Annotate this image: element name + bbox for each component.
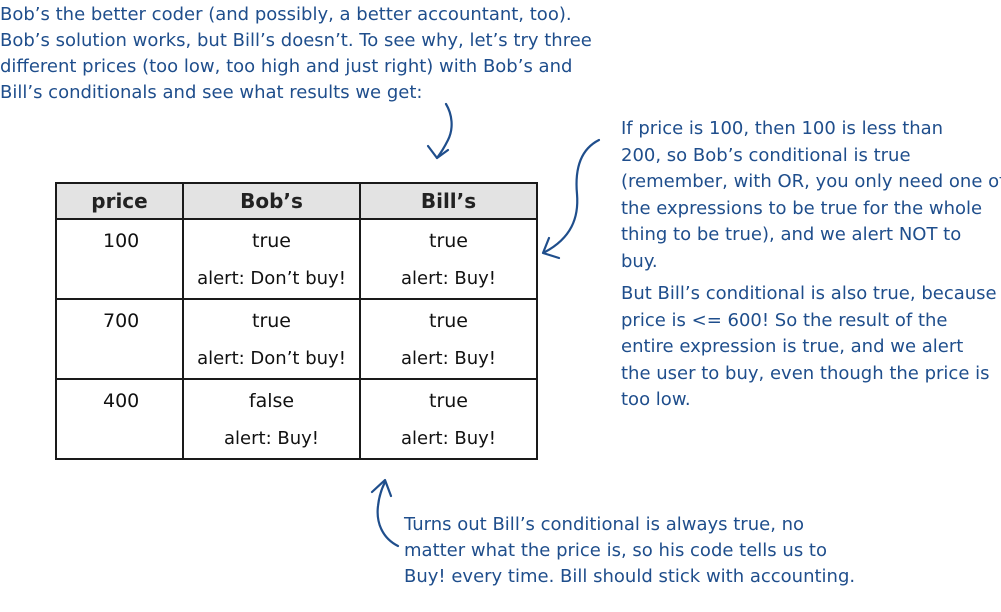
- price-value: 700: [103, 310, 140, 332]
- intro-line: Bill’s conditionals and see what results…: [0, 82, 423, 103]
- intro-line: different prices (too low, too high and …: [0, 56, 573, 77]
- bobs-alert: alert: Buy!: [224, 428, 319, 449]
- price-cell: 700: [55, 298, 184, 380]
- conclusion-line: Turns out Bill’s conditional is always t…: [404, 514, 805, 535]
- bills-cell: true alert: Buy!: [359, 218, 538, 300]
- table-row: 400 false alert: Buy! true alert: Buy!: [55, 378, 538, 460]
- bobs-alert: alert: Don’t buy!: [197, 348, 346, 369]
- bills-result: true: [429, 390, 468, 412]
- explanation-line: 200, so Bob’s conditional is true: [621, 144, 911, 166]
- bills-alert: alert: Buy!: [401, 348, 496, 369]
- conclusion-annotation: Turns out Bill’s conditional is always t…: [404, 512, 855, 590]
- explanation-line: price is <= 600! So the result of the: [621, 309, 948, 331]
- explanation-line: (remember, with OR, you only need one of: [621, 171, 1001, 192]
- bobs-cell: true alert: Don’t buy!: [182, 298, 361, 380]
- table-header-row: price Bob’s Bill’s: [55, 182, 538, 220]
- explanation-line: the expressions to be true for the whole: [621, 197, 983, 219]
- bobs-result: true: [252, 230, 291, 252]
- intro-arrow-icon: [426, 102, 453, 160]
- explanation-line: buy.: [621, 250, 658, 272]
- bobs-cell: true alert: Don’t buy!: [182, 218, 361, 300]
- price-value: 400: [103, 390, 140, 412]
- price-cell: 100: [55, 218, 184, 300]
- price-cell: 400: [55, 378, 184, 460]
- header-price: price: [55, 182, 184, 220]
- header-bills: Bill’s: [359, 182, 538, 220]
- bills-result: true: [429, 230, 468, 252]
- bobs-cell: false alert: Buy!: [182, 378, 361, 460]
- bills-alert: alert: Buy!: [401, 428, 496, 449]
- explanation-paragraph-2: But Bill’s conditional is also true, bec…: [621, 281, 1001, 414]
- intro-annotation: Bob’s the better coder (and possibly, a …: [0, 2, 592, 106]
- bills-cell: true alert: Buy!: [359, 378, 538, 460]
- bills-cell: true alert: Buy!: [359, 298, 538, 380]
- explanation-annotation: If price is 100, then 100 is less than 2…: [621, 116, 1001, 414]
- explanation-line: the user to buy, even though the price i…: [621, 362, 990, 384]
- explanation-line: entire expression is true, and we alert: [621, 336, 964, 357]
- price-value: 100: [103, 230, 140, 252]
- explanation-line: But Bill’s conditional is also true, bec…: [621, 283, 997, 304]
- bobs-result: false: [248, 390, 295, 412]
- header-bobs: Bob’s: [182, 182, 361, 220]
- bills-result: true: [429, 310, 468, 332]
- explanation-paragraph-1: If price is 100, then 100 is less than 2…: [621, 116, 1001, 275]
- explanation-arrow-icon: [541, 138, 601, 260]
- conclusion-line: matter what the price is, so his code te…: [404, 540, 827, 561]
- intro-line: Bob’s the better coder (and possibly, a …: [0, 4, 572, 25]
- intro-line: Bob’s solution works, but Bill’s doesn’t…: [0, 30, 592, 51]
- explanation-line: thing to be true), and we alert NOT to: [621, 224, 962, 245]
- explanation-line: If price is 100, then 100 is less than: [621, 118, 944, 139]
- bobs-alert: alert: Don’t buy!: [197, 268, 346, 289]
- bills-alert: alert: Buy!: [401, 268, 496, 289]
- conclusion-line: Buy! every time. Bill should stick with …: [404, 566, 856, 587]
- table-row: 700 true alert: Don’t buy! true alert: B…: [55, 298, 538, 380]
- table-row: 100 true alert: Don’t buy! true alert: B…: [55, 218, 538, 300]
- explanation-line: too low.: [621, 389, 691, 410]
- results-table: price Bob’s Bill’s 100 true alert: Don’t…: [55, 182, 538, 460]
- bobs-result: true: [252, 310, 291, 332]
- conclusion-arrow-icon: [370, 478, 400, 548]
